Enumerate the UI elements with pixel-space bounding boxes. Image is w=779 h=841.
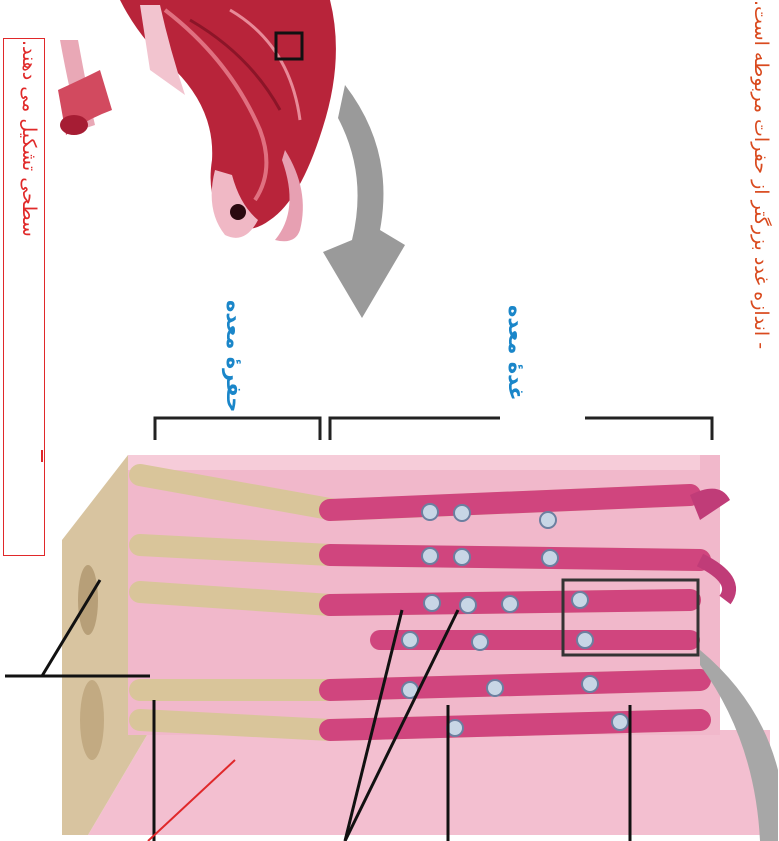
zoom-arrow-top xyxy=(323,85,405,318)
box-note-text: سطحی تشکیل می دهند. xyxy=(18,40,40,237)
side-note-text: - اندازه غدد بزرگتر از حفرات مربوطه است. xyxy=(750,0,772,349)
gastric-gland-label: غدهٔ معده xyxy=(504,305,528,401)
region-brackets xyxy=(155,418,712,440)
bracket-gastric-gland xyxy=(330,418,500,440)
bracket-gastric-pit xyxy=(155,418,320,440)
stomach-organ-illustration xyxy=(58,0,336,241)
pit-gland-5 xyxy=(140,714,700,736)
gastric-pit-label: حفرهٔ معده xyxy=(222,300,246,412)
bracket-gland-base xyxy=(585,418,712,440)
